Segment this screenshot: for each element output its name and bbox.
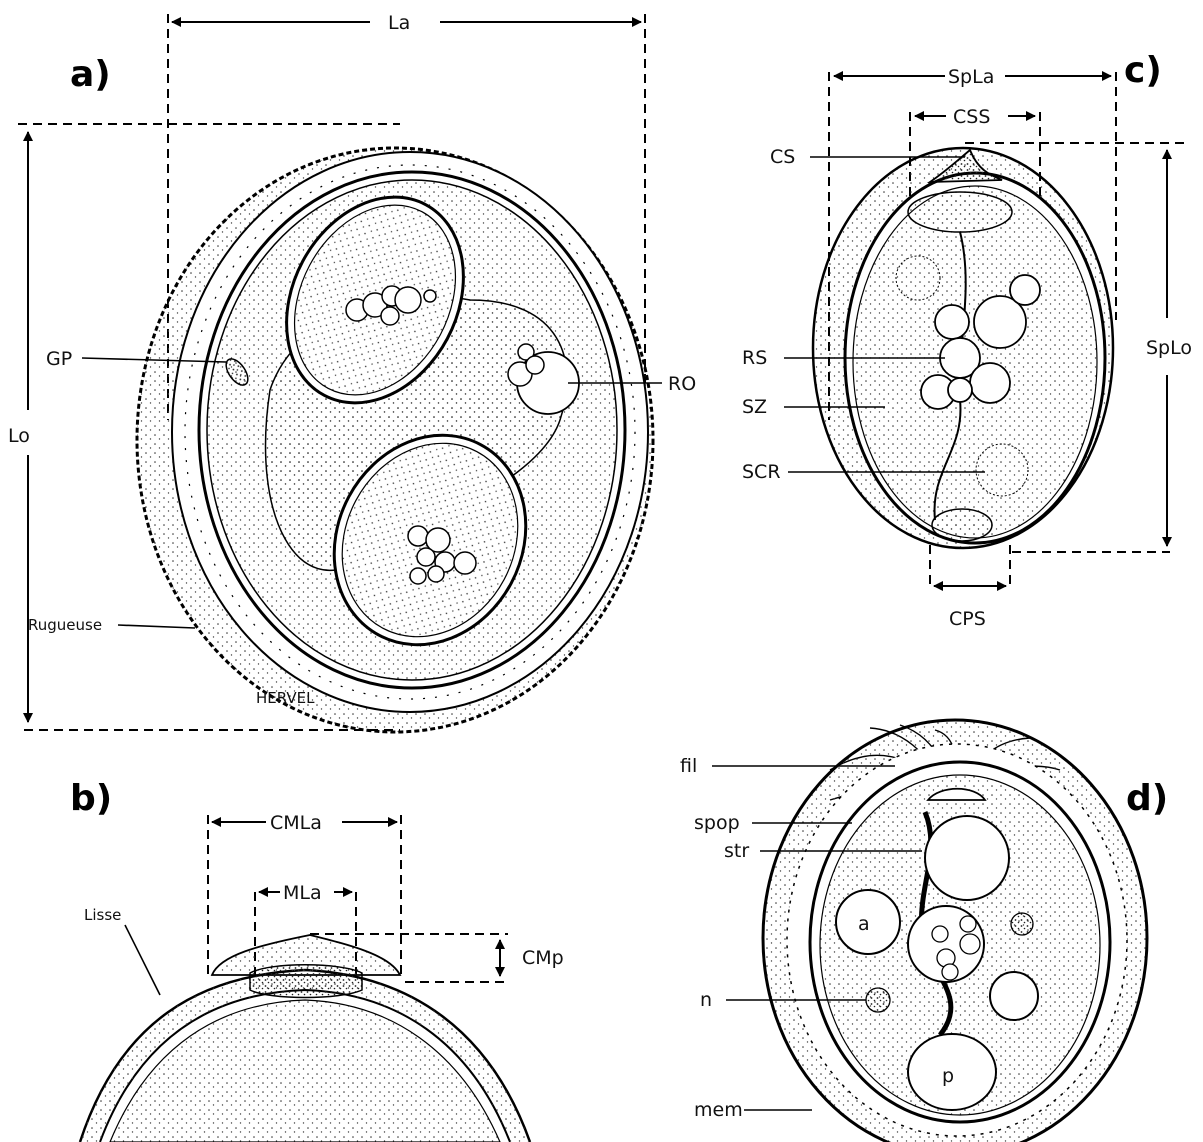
mla-label: MLa: [283, 882, 322, 904]
splo-label: SpLo: [1146, 337, 1192, 359]
sz-label: SZ: [742, 396, 767, 418]
ro-label: RO: [668, 373, 696, 395]
spla-label: SpLa: [948, 66, 994, 88]
rugueuse-label: Rugueuse: [28, 616, 102, 634]
la-label: La: [388, 12, 410, 34]
rugueuse-leader: [118, 625, 195, 628]
n-label: n: [700, 989, 712, 1011]
panel-a: a) La Lo: [8, 12, 696, 732]
cmla-label: CMLa: [270, 812, 322, 834]
panel-b-letter: b): [70, 778, 112, 819]
mem-label: mem: [694, 1099, 743, 1121]
cs-label: CS: [770, 146, 795, 168]
css-label: CSS: [953, 106, 990, 128]
vacuole-p-label: p: [942, 1065, 954, 1087]
panel-a-letter: a): [70, 54, 111, 95]
signature-text: HERVEL: [256, 689, 315, 707]
vacuole-right: [990, 972, 1038, 1020]
panel-c-letter: c): [1124, 50, 1162, 91]
panel-d-letter: d): [1126, 778, 1168, 819]
spop-label: spop: [694, 812, 740, 834]
substieda-body: [908, 192, 1012, 232]
vacuole-a-label: a: [858, 913, 870, 935]
lo-label: Lo: [8, 425, 30, 447]
parastieda-body: [932, 509, 992, 541]
rs-label: RS: [742, 347, 767, 369]
cps-label: CPS: [949, 608, 986, 630]
nucleus: [866, 988, 890, 1012]
micropyle: [250, 965, 362, 998]
vacuole-upper: [925, 816, 1009, 900]
granule-right: [1011, 913, 1033, 935]
panel-d: d) a p: [680, 720, 1168, 1142]
lisse-leader: [125, 925, 160, 995]
str-label: str: [724, 840, 749, 862]
cmp-label: CMp: [522, 947, 564, 969]
fil-label: fil: [680, 755, 697, 777]
panel-c: c) SpLa CSS SpLo CPS: [742, 50, 1192, 630]
panel-b: b) CMLa MLa CMp Lisse: [70, 778, 564, 1142]
gp-label: GP: [46, 348, 72, 370]
scr-label: SCR: [742, 461, 781, 483]
lisse-label: Lisse: [84, 906, 121, 924]
